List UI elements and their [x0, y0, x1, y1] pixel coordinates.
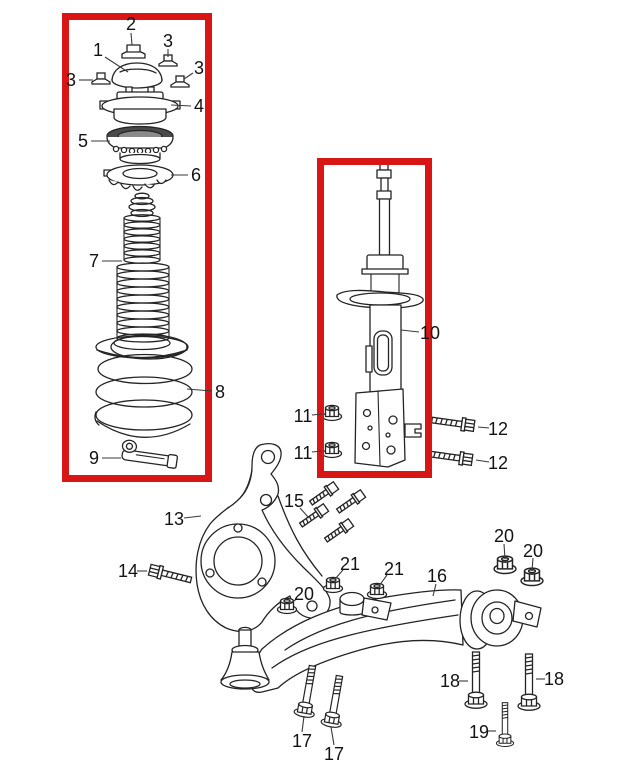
hub-bolt-2	[334, 488, 367, 517]
callout-label-15: 15	[284, 491, 304, 511]
callout-leader-2	[130, 32, 133, 46]
callout-leader-1	[104, 56, 129, 73]
arm-front-bolt-2	[319, 673, 351, 730]
short-bolt	[495, 702, 515, 748]
callout-leader-8	[186, 388, 213, 392]
callout-label-3: 3	[163, 31, 173, 51]
callout-label-5: 5	[78, 131, 88, 151]
callout-label-3: 3	[66, 70, 76, 90]
callout-label-6: 6	[191, 165, 201, 185]
arm-rear-bolt-1	[464, 651, 488, 709]
hub-bolt-4	[322, 517, 355, 546]
callout-label-20: 20	[523, 541, 543, 561]
rod-nut	[121, 44, 146, 59]
callout-label-8: 8	[215, 382, 225, 402]
highlight-box-strut-assembly	[317, 158, 432, 478]
callout-leader-20	[289, 598, 298, 604]
callout-leader-13	[183, 515, 202, 519]
callout-label-12: 12	[488, 453, 508, 473]
callout-label-20: 20	[494, 526, 514, 546]
parts-layer	[91, 44, 544, 748]
callout-label-4: 4	[194, 96, 204, 116]
arm-rear-bushing	[459, 589, 542, 650]
arm-nut-2	[366, 582, 388, 600]
knuckle-bolt	[147, 562, 194, 587]
callout-leader-12	[475, 459, 490, 463]
strut-top-mount	[99, 86, 181, 125]
callout-label-2: 2	[126, 14, 136, 34]
arm-front-bushing-bracket	[339, 591, 392, 621]
upper-spring-seat	[103, 164, 174, 191]
dust-boot	[95, 192, 189, 359]
callout-label-18: 18	[440, 671, 460, 691]
callout-label-13: 13	[164, 509, 184, 529]
coil-spring	[94, 334, 193, 438]
callout-leader-17	[330, 726, 335, 746]
callout-label-11: 11	[294, 406, 313, 426]
callout-label-1: 1	[93, 40, 103, 60]
callout-leader-16	[432, 583, 437, 597]
callout-leader-4	[170, 104, 192, 107]
ball-joint	[220, 626, 270, 690]
callout-label-20: 20	[294, 584, 314, 604]
callout-label-14: 14	[118, 561, 138, 581]
callout-leader-21	[334, 569, 344, 580]
callout-leader-11	[311, 413, 323, 416]
callout-label-12: 12	[488, 419, 508, 439]
callout-leader-15	[299, 507, 310, 519]
callout-leader-20	[531, 557, 534, 572]
callout-leader-3	[183, 72, 194, 80]
highlight-box-strut-mount-and-spring	[62, 13, 212, 482]
callout-leader-17	[301, 715, 305, 733]
strut-nut-lower	[321, 441, 343, 459]
strut-bolt-upper	[430, 412, 476, 434]
strut-mount-cap	[111, 62, 163, 89]
strut-nut-upper	[321, 404, 343, 422]
callout-label-19: 19	[469, 722, 489, 742]
callout-label-3: 3	[194, 58, 204, 78]
highlight-boxes-layer	[62, 13, 432, 482]
steering-knuckle	[195, 443, 331, 633]
mount-bearing	[106, 125, 174, 165]
callout-label-18: 18	[544, 669, 564, 689]
callout-label-7: 7	[89, 251, 99, 271]
callout-label-21: 21	[340, 554, 360, 574]
callout-leader-12	[477, 426, 490, 429]
arm-rear-bolt-2	[517, 653, 541, 711]
callout-label-9: 9	[89, 448, 99, 468]
arm-nut-1	[322, 576, 344, 594]
callout-leader-21	[378, 574, 388, 587]
strut-bolt-lower	[428, 446, 474, 468]
callout-label-17: 17	[292, 731, 312, 751]
callout-label-21: 21	[384, 559, 404, 579]
callout-label-11: 11	[294, 443, 313, 463]
callout-leader-11	[311, 450, 323, 453]
callout-leader-20	[503, 543, 506, 560]
callout-label-10: 10	[420, 323, 440, 343]
callout-label-16: 16	[427, 566, 447, 586]
callout-leader-10	[400, 329, 420, 333]
strut-assembly	[336, 162, 424, 468]
spring-retainer-clip	[121, 439, 179, 469]
callout-label-17: 17	[324, 744, 344, 764]
small-clip-left	[91, 72, 111, 85]
